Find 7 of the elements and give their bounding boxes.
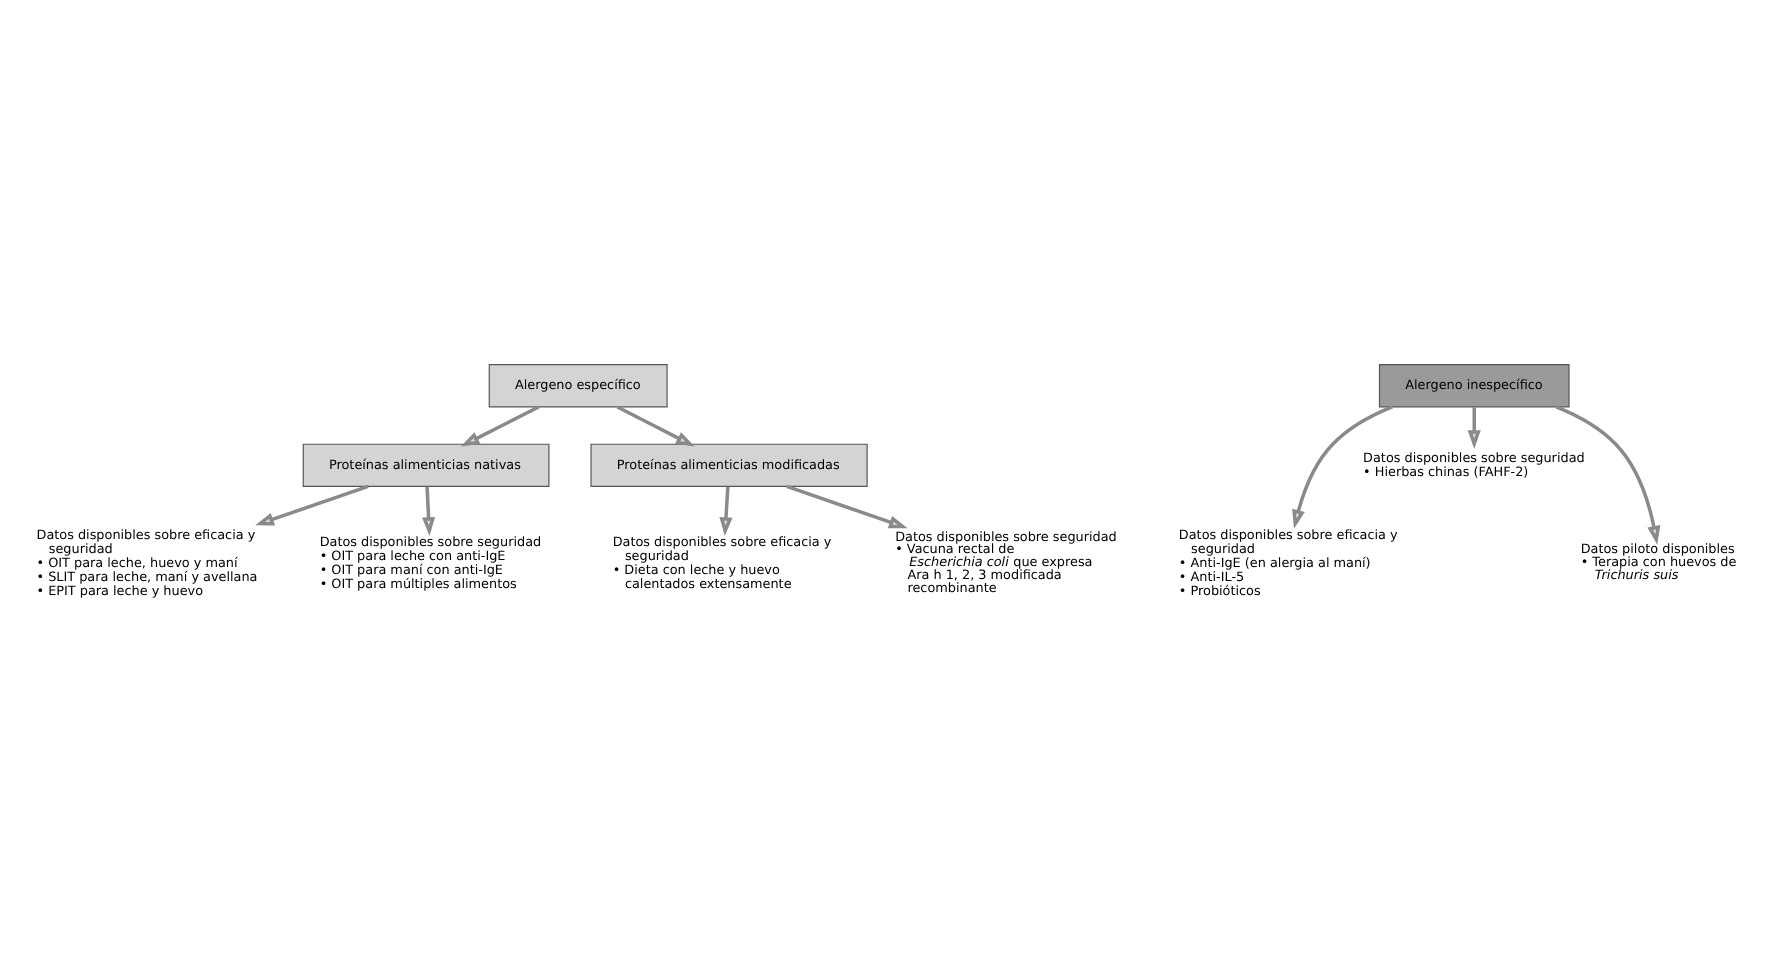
arrow [718,486,732,537]
arrow [1554,405,1660,545]
arrow [1291,405,1392,529]
arrow [254,484,368,526]
arrow [1466,407,1480,449]
arrow [785,484,907,529]
arrow [421,486,435,537]
